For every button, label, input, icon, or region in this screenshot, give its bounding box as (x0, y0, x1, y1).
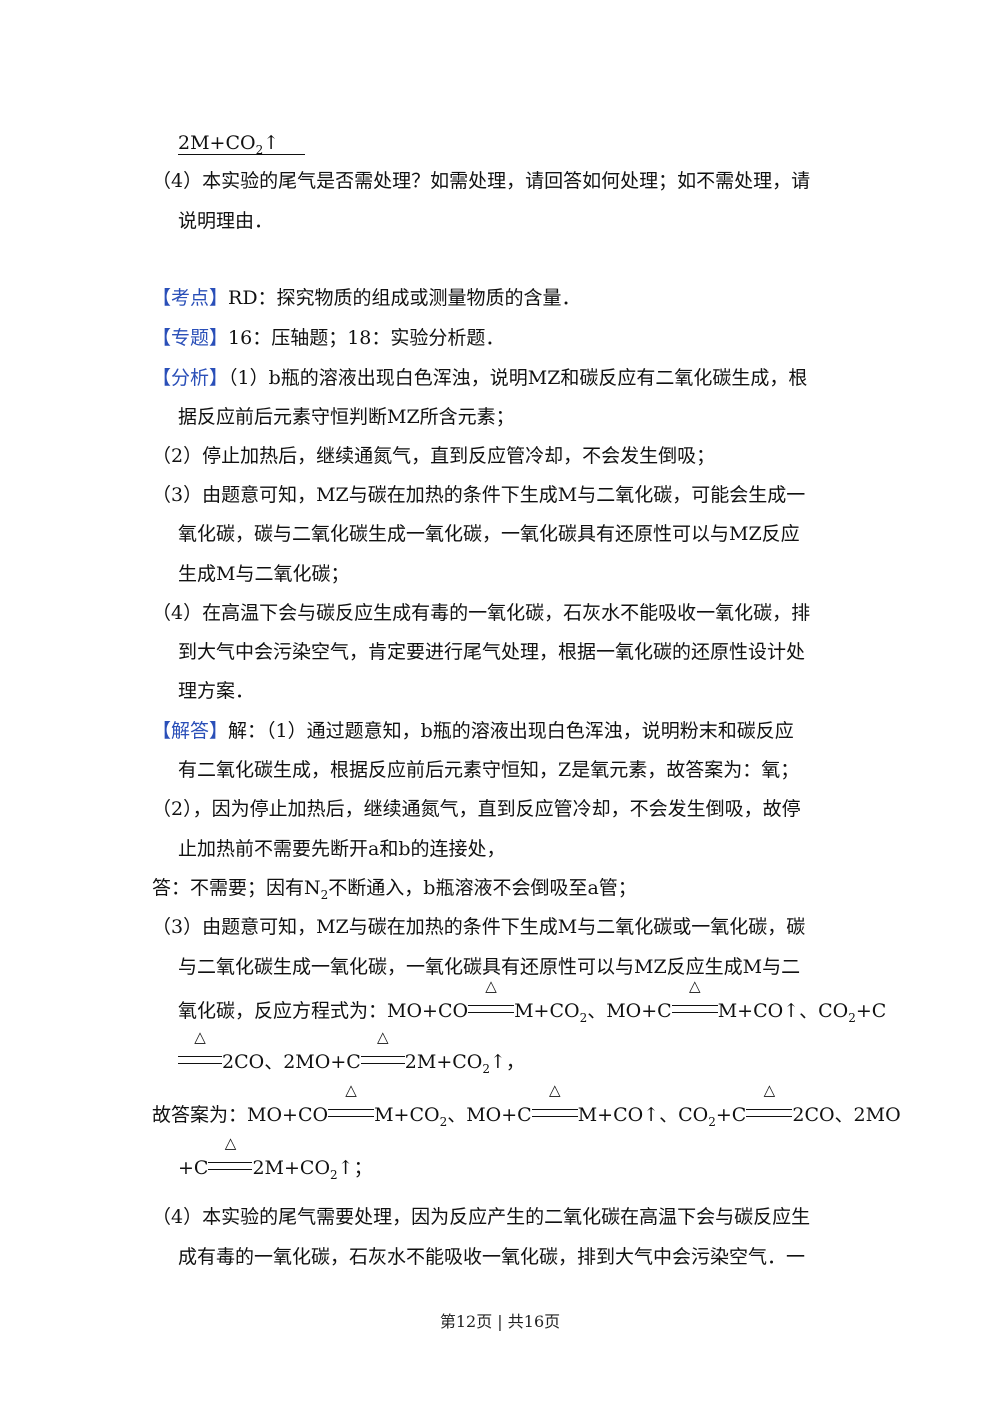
equation-line: △2CO、2MO+C△2M+CO2↑， (178, 1029, 525, 1075)
heat-equals-sign: △ (208, 1135, 253, 1181)
heat-equals-sign: △ (178, 1029, 222, 1075)
text-line: 到大气中会污染空气，肯定要进行尾气处理，根据一氧化碳的还原性设计处 (178, 641, 806, 663)
section-tag: 【考点】 (152, 287, 229, 309)
section-tag: 【分析】 (152, 367, 229, 389)
text-line: 与二氧化碳生成一氧化碳，一氧化碳具有还原性可以与MZ反应生成M与二 (178, 956, 801, 978)
text-line: （4）本实验的尾气是否需处理？如需处理，请回答如何处理；如不需处理，请 (152, 170, 811, 192)
text-line: 有二氧化碳生成，根据反应前后元素守恒知，Z是氧元素，故答案为：氧； (178, 759, 800, 781)
heat-equals-sign: △ (468, 978, 515, 1024)
text-line: 理方案． (178, 680, 255, 702)
text-line: 据反应前后元素守恒判断MZ所含元素； (178, 406, 515, 428)
text-line: （3）由题意可知，MZ与碳在加热的条件下生成M与二氧化碳或一氧化碳，碳 (152, 916, 806, 938)
page-footer: 第12页 | 共16页 (439, 1312, 561, 1331)
text-line: 止加热前不需要先断开a和b的连接处， (178, 838, 506, 860)
heat-equals-sign: △ (360, 1029, 405, 1075)
text-line: （4）在高温下会与碳反应生成有毒的一氧化碳，石灰水不能吸收一氧化碳，排 (152, 602, 811, 624)
heat-equals-sign: △ (531, 1082, 578, 1128)
heat-equals-sign: △ (746, 1082, 793, 1128)
equation-line: +C△2M+CO2↑； (178, 1134, 373, 1182)
zhuanti-line: 【专题】16：压轴题；18：实验分析题． (152, 327, 505, 349)
kaodian-line: 【考点】RD：探究物质的组成或测量物质的含量． (152, 287, 581, 309)
heat-equals-sign: △ (671, 978, 718, 1024)
fenxi-line: 【分析】（1）b瓶的溶液出现白色浑浊，说明MZ和碳反应有二氧化碳生成，根 (152, 367, 808, 389)
text-line: 答：不需要；因有N2不断通入，b瓶溶液不会倒吸至a管； (152, 877, 637, 902)
equation-line: 氧化碳，反应方程式为：MO+CO△M+CO2、MO+C△M+CO↑、CO2+C (178, 977, 887, 1025)
text-line: 2M+CO2↑ (178, 130, 306, 156)
section-tag: 【解答】 (152, 720, 229, 742)
heat-equals-sign: △ (328, 1082, 375, 1128)
text-line: （2），因为停止加热后，继续通氮气，直到反应管冷却，不会发生倒吸，故停 (152, 798, 801, 820)
text-line: （4）本实验的尾气需要处理，因为反应产生的二氧化碳在高温下会与碳反应生 (152, 1206, 811, 1228)
jieda-line: 【解答】解：（1）通过题意知，b瓶的溶液出现白色浑浊，说明粉末和碳反应 (152, 720, 794, 742)
text-line: （3）由题意可知，MZ与碳在加热的条件下生成M与二氧化碳，可能会生成一 (152, 484, 806, 506)
text-line: 生成M与二氧化碳； (178, 563, 350, 585)
equation-line: 故答案为：MO+CO△M+CO2、MO+C△M+CO↑、CO2+C△2CO、2M… (152, 1081, 901, 1129)
section-tag: 【专题】 (152, 327, 229, 349)
text-line: （2）停止加热后，继续通氮气，直到反应管冷却，不会发生倒吸； (152, 445, 716, 467)
text-line: 说明理由． (178, 210, 274, 232)
text-line: 成有毒的一氧化碳，石灰水不能吸收一氧化碳，排到大气中会污染空气．一 (178, 1246, 806, 1268)
text-line: 氧化碳，碳与二氧化碳生成一氧化碳，一氧化碳具有还原性可以与MZ反应 (178, 523, 800, 545)
